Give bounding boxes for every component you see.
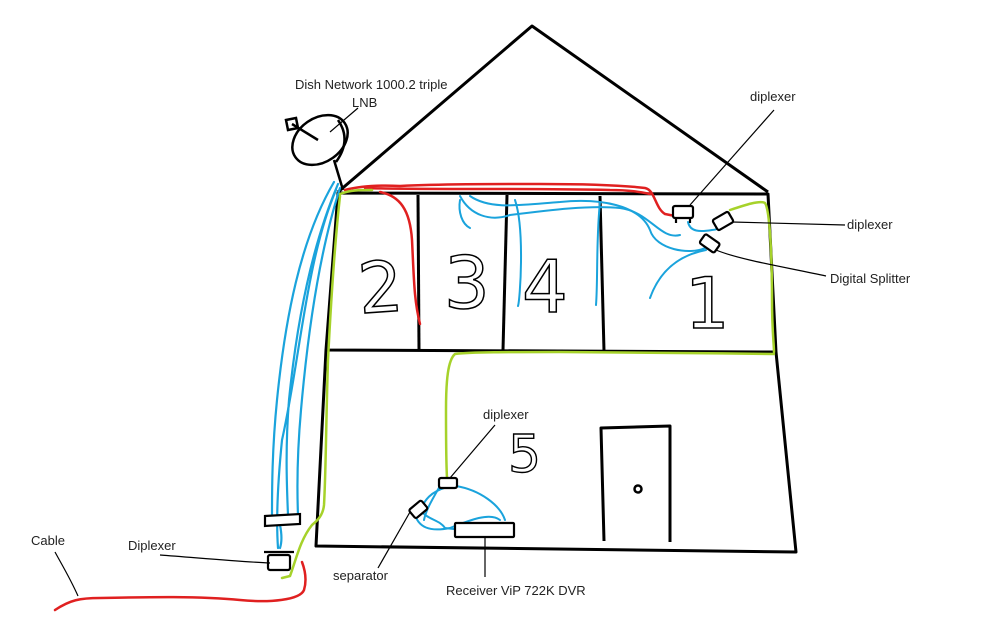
recv-blue-2 — [455, 485, 506, 521]
blue-room4-drop — [595, 201, 601, 306]
diplexer-bottom-icon — [264, 550, 294, 572]
green-top-left — [338, 188, 374, 196]
red-attic-run — [343, 182, 677, 218]
blue-feed-3 — [296, 186, 342, 517]
wall-3-4 — [501, 194, 509, 351]
room-5-number: 5 — [508, 425, 541, 485]
blue-feed-5 — [278, 523, 283, 550]
wall-4-1 — [598, 195, 606, 352]
connectors — [263, 204, 735, 572]
room-3-number: 3 — [444, 241, 490, 325]
label-receiver: Receiver ViP 722K DVR — [446, 583, 586, 598]
blue-drop-hall — [458, 199, 471, 229]
blue-feed-1 — [270, 180, 336, 517]
dish-label-pointer — [329, 107, 359, 133]
label-dish-network: Dish Network 1000.2 triple — [295, 77, 447, 92]
leader-diplexer-bottom — [159, 554, 271, 564]
label-cable: Cable — [31, 533, 65, 548]
ground-wire — [280, 188, 776, 580]
callout-labels: Dish Network 1000.2 triple LNB diplexer … — [31, 77, 911, 598]
leader-lines — [54, 109, 846, 597]
recv-blue-4 — [413, 511, 501, 531]
satellite-feed-wires — [270, 180, 342, 550]
room-numbers: 2 3 4 1 5 — [355, 240, 731, 485]
blue-attic-2 — [469, 195, 706, 252]
green-floor-line — [444, 350, 776, 480]
green-outer-left — [280, 194, 342, 580]
leader-separator — [377, 511, 411, 569]
red-cable-outside — [53, 560, 307, 612]
separator-icon — [408, 499, 429, 520]
diplexer-top-icon — [671, 204, 695, 223]
room-1-number: 1 — [685, 263, 730, 345]
label-lnb: LNB — [352, 95, 377, 110]
label-diplexer-mid: diplexer — [483, 407, 529, 422]
red-room2-drop — [378, 190, 422, 326]
green-top-right — [728, 200, 776, 354]
room-2-number: 2 — [355, 245, 405, 330]
diplexer-bottom-upper-icon — [263, 512, 302, 528]
leader-diplexer-top — [689, 109, 775, 206]
red-attic-run-2 — [363, 186, 652, 196]
leader-cable — [54, 551, 79, 597]
cable-tv-wire — [53, 182, 677, 612]
lnb-arm — [291, 122, 319, 142]
roof — [337, 24, 769, 194]
blue-attic-1 — [459, 195, 681, 237]
label-diplexer-bottom: Diplexer — [128, 538, 176, 553]
upper-floor-blue-wires — [458, 195, 723, 307]
room-4-number: 4 — [522, 245, 568, 329]
lnb-head — [284, 116, 300, 132]
diplexer-right-icon — [711, 210, 735, 232]
leader-diplexer-right — [731, 221, 846, 226]
outer-walls — [314, 349, 798, 554]
leader-diplexer-mid — [449, 424, 496, 479]
label-digital-splitter: Digital Splitter — [830, 271, 911, 286]
dish-mount — [332, 159, 345, 191]
blue-room1-drop — [649, 249, 707, 299]
door — [599, 424, 672, 542]
digital-splitter-icon — [698, 233, 721, 254]
wall-2-3 — [416, 194, 421, 350]
receiver-box-icon — [453, 521, 516, 539]
leader-splitter — [715, 249, 827, 277]
satellite-dish-icon — [284, 107, 359, 191]
diplexer-mid-icon — [437, 476, 459, 490]
door-knob — [633, 484, 643, 494]
label-diplexer-top: diplexer — [750, 89, 796, 104]
blue-room2-drop — [514, 199, 523, 307]
house-outline — [314, 24, 798, 554]
label-separator: separator — [333, 568, 389, 583]
label-diplexer-right: diplexer — [847, 217, 893, 232]
dish-reflector — [291, 113, 349, 167]
recv-blue-5 — [423, 485, 441, 521]
blue-feed-4 — [276, 188, 338, 550]
